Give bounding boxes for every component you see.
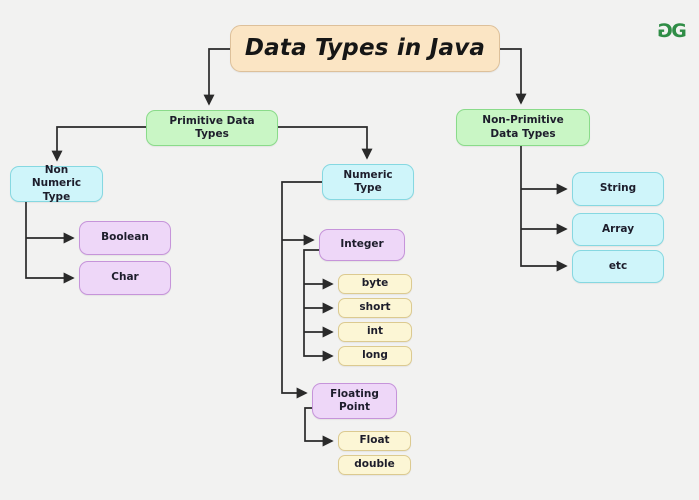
- node-short: short: [338, 298, 412, 318]
- node-etc: etc: [572, 250, 664, 283]
- node-array: Array: [572, 213, 664, 246]
- node-int: int: [338, 322, 412, 342]
- node-char: Char: [79, 261, 171, 295]
- node-integer: Integer: [319, 229, 405, 261]
- node-primitive-data-types: Primitive Data Types: [146, 110, 278, 146]
- node-double: double: [338, 455, 411, 475]
- svg-text:G: G: [671, 20, 687, 42]
- diagram-title: Data Types in Java: [230, 25, 500, 72]
- svg-text:G: G: [657, 20, 673, 42]
- node-non-primitive-data-types: Non-Primitive Data Types: [456, 109, 590, 146]
- node-boolean: Boolean: [79, 221, 171, 255]
- node-numeric-type: Numeric Type: [322, 164, 414, 200]
- node-non-numeric-type: Non Numeric Type: [10, 164, 103, 203]
- node-string: String: [572, 172, 664, 206]
- node-long: long: [338, 346, 412, 366]
- node-float: Float: [338, 431, 411, 451]
- geeksforgeeks-logo-icon: G G: [657, 20, 687, 42]
- node-floating-point: Floating Point: [312, 383, 397, 419]
- node-byte: byte: [338, 274, 412, 294]
